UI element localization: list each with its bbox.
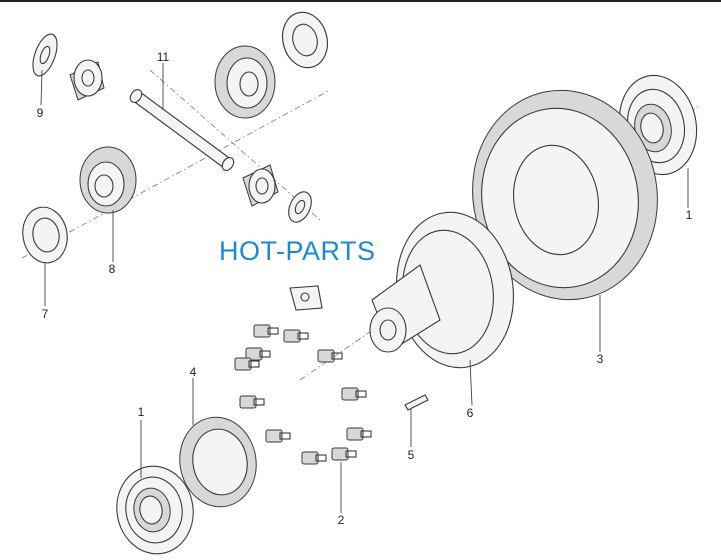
part-5-pin (404, 394, 429, 411)
callout-9: 9 (36, 106, 44, 120)
pinion-gear-top (69, 59, 105, 101)
bolt (245, 347, 271, 361)
leader-9 (40, 69, 43, 106)
callout-1-lower: 1 (137, 405, 145, 419)
bolt (283, 329, 309, 343)
callout-7: 7 (41, 307, 49, 321)
callout-8: 8 (108, 262, 116, 276)
pinion-gear-middle (242, 164, 279, 207)
bolt (234, 357, 260, 371)
watermark-text: HOT-PARTS (219, 236, 376, 266)
part-3-ring-gear (472, 89, 658, 301)
thrust-washer-small-right (288, 191, 312, 223)
lock-plate (289, 285, 323, 311)
bolt (346, 427, 372, 441)
part-1-bearing-lower (116, 465, 194, 555)
bolt (331, 447, 357, 461)
callout-5: 5 (407, 448, 415, 462)
axis-line-left (21, 89, 331, 259)
callout-4: 4 (189, 365, 197, 379)
callout-6: 6 (466, 406, 474, 420)
part-9-thrust-washer (32, 33, 58, 77)
bolt (317, 349, 343, 363)
part-8-side-gear (79, 146, 137, 214)
part-11-pinion-shaft (129, 89, 235, 171)
part-2-bolts (234, 324, 372, 465)
leader-6 (469, 359, 473, 406)
callout-11: 11 (156, 50, 170, 64)
callout-1-upper: 1 (685, 208, 693, 222)
top-border (0, 0, 721, 2)
part-7-washer (22, 206, 68, 264)
axis-line-pin (149, 69, 321, 221)
part-6-differential-case (369, 211, 515, 369)
thrust-washer-top (281, 11, 329, 69)
bolt (301, 451, 327, 465)
bolt (341, 387, 367, 401)
callout-2: 2 (337, 513, 345, 527)
side-gear-top (214, 45, 276, 119)
bolt (265, 429, 291, 443)
bolt (239, 395, 265, 409)
part-4-tone-ring (179, 416, 257, 508)
bolt (253, 324, 279, 338)
callout-3: 3 (596, 352, 604, 366)
